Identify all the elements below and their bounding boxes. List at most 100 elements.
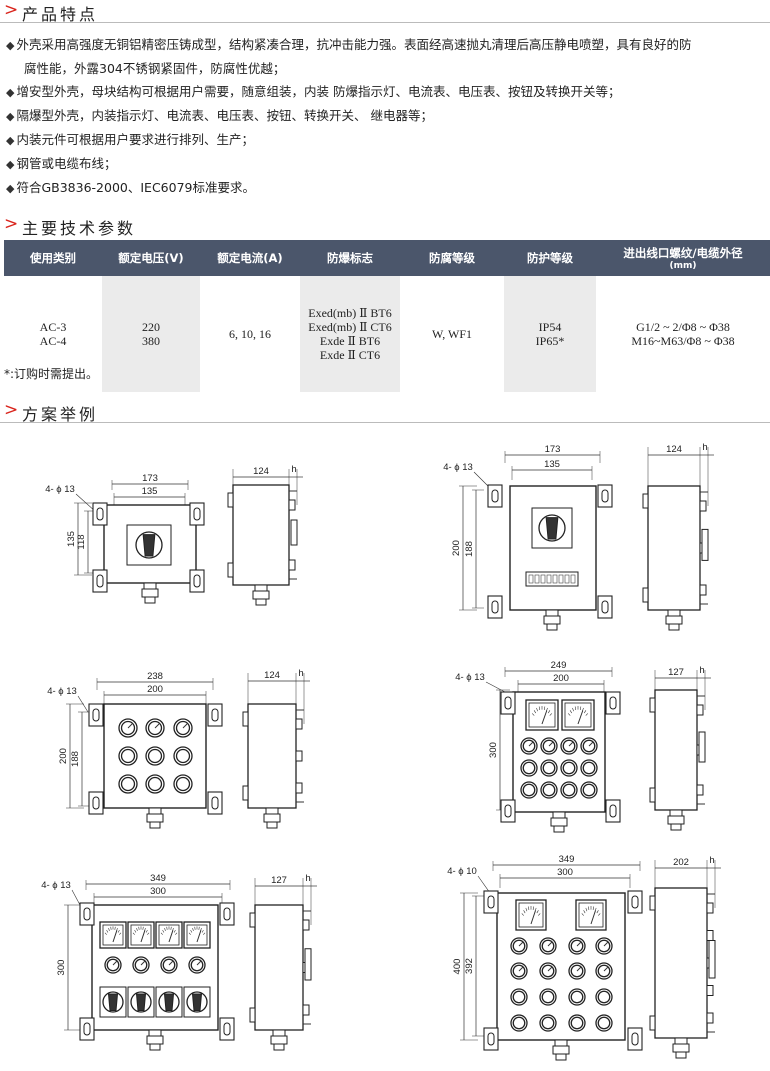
mounting-hole [504,804,512,818]
dimension-label: 200 [553,673,569,684]
indicator-lamp-lens [562,761,576,775]
meter-face [130,924,152,946]
indicator-lamp-lens [582,783,596,797]
hole-label: 4- ϕ 13 [443,462,473,473]
diamond-bullet-icon: ◆ [6,134,15,147]
dimension-line [538,706,541,711]
side-view-body [654,887,708,1039]
dimension-line [547,966,553,972]
cable-gland [148,807,162,815]
cable-gland [554,1039,568,1047]
dimension-line [596,910,599,914]
side-cover [708,940,716,979]
side-view-body [247,703,297,809]
dimension-line [533,710,537,714]
cable-gland [553,825,565,833]
dimension-line [188,932,191,935]
dimension-label: 400 [452,959,463,975]
mounting-hole [96,507,104,521]
side-view-body [232,484,290,586]
cable-gland [665,615,683,625]
cable-gland [148,1029,162,1037]
dimension-line [162,929,165,933]
indicator-lamp-lens [147,776,163,792]
mounting-hole [193,507,201,521]
feature-item: ◆钢管或电缆布线； [6,156,117,171]
side-view-body [654,689,698,811]
dimension-label: 135 [142,486,158,497]
dimension-line [190,929,193,933]
side-flange [242,785,249,801]
dimension-line [127,723,133,729]
dimension-label: h [709,855,714,866]
dimension-line [112,930,118,943]
dimension-label: 238 [147,671,163,682]
feature-item: ◆隔爆型外壳，内装指示灯、电流表、电压表、按钮、转换开关、 继电器等； [6,108,433,123]
cable-gland [675,1051,687,1059]
dimension-label: 300 [56,960,67,976]
dimension-line [145,929,148,933]
cable-gland [273,1043,285,1051]
dimension-line [173,929,176,933]
cable-gland [270,1035,288,1045]
side-boss [295,782,303,794]
dimension-line [577,710,584,725]
side-flange [649,1015,656,1031]
cable-gland [149,821,161,829]
indicator-lamp-lens [120,748,136,764]
dimension-line [523,910,526,914]
dimension-line [518,941,524,947]
side-boss [699,500,707,512]
dimension-label: h [291,464,296,475]
mounting-hole [601,489,609,503]
dimension-line [203,932,206,935]
cable-gland [143,582,157,590]
dimension-line [583,910,586,914]
dimension-label: h [702,442,707,453]
dimension-line [588,741,594,747]
dimension-line [528,906,530,911]
side-boss [696,704,704,716]
dimension-label: 188 [464,541,475,557]
dimension-label: h [305,873,310,884]
feature-item: ◆内装元件可根据用户要求进行排列、生产； [6,132,254,147]
dimension-line [134,929,137,933]
cable-gland [552,811,566,819]
nameplate-text [564,574,570,584]
dimension-label: 173 [142,473,158,484]
indicator-lamp-lens [522,761,536,775]
mounting-hole [487,1032,495,1046]
side-cover [304,948,312,981]
dimension-line [485,681,506,693]
dimension-line [201,929,204,933]
examples-heading: > 方案举例 [0,400,770,426]
cable-gland [669,809,683,817]
dimension-line [569,710,573,714]
dimension-line [71,889,81,906]
cable-gland [546,623,558,631]
side-flange [649,895,656,911]
feature-item-cont: 腐性能，外露304不锈钢紧固件，防腐性优越； [24,61,286,76]
dimension-line [567,713,571,716]
dimension-line [196,930,202,943]
diamond-bullet-icon: ◆ [6,182,15,195]
indicator-lamp-lens [512,990,526,1004]
dimension-line [525,907,528,912]
nameplate-text [570,574,576,584]
side-boss [706,1012,714,1024]
hole-label: 4- ϕ 13 [455,672,485,683]
dimension-line [583,710,587,714]
selector-handle [107,993,119,1011]
dimension-line [530,910,536,925]
side-flange [649,787,656,803]
features-heading: > 产品特点 [0,0,770,26]
dimension-line [108,928,110,931]
hole-label: 4- ϕ 13 [45,484,75,495]
nameplate [525,571,579,587]
diamond-bullet-icon: ◆ [6,158,15,171]
dimension-line [585,713,589,716]
divider [0,22,770,23]
